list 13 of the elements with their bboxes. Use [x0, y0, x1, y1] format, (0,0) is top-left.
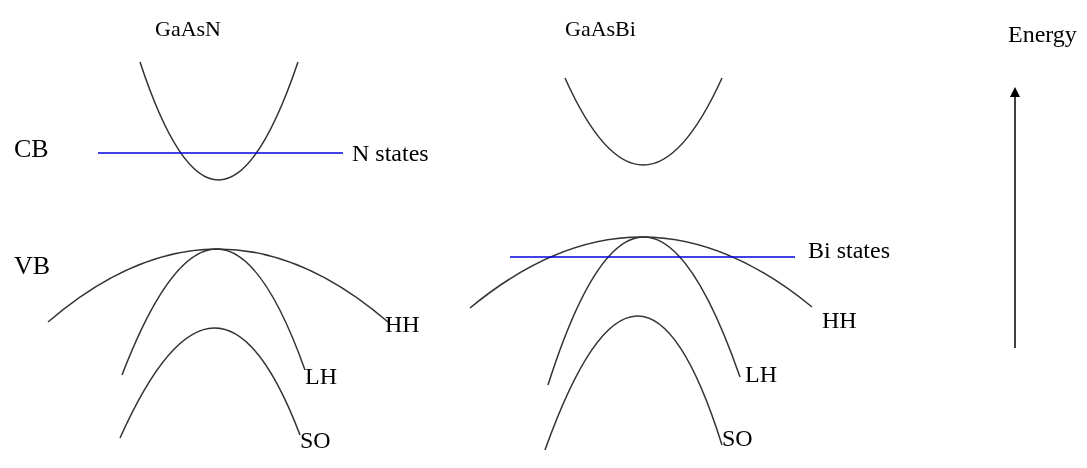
band-label: HH: [385, 312, 420, 336]
band-label: GaAsN: [155, 18, 221, 40]
band-label: N states: [352, 141, 429, 165]
band-label: SO: [722, 426, 753, 450]
band-label: HH: [822, 308, 857, 332]
band-label: LH: [305, 364, 337, 388]
band-label: VB: [14, 253, 51, 279]
band-label: SO: [300, 428, 331, 452]
band-label: LH: [745, 362, 777, 386]
band-label: CB: [14, 136, 49, 162]
band-label: Energy: [1008, 22, 1077, 46]
band-label: GaAsBi: [565, 18, 636, 40]
band-label: Bi states: [808, 238, 890, 262]
